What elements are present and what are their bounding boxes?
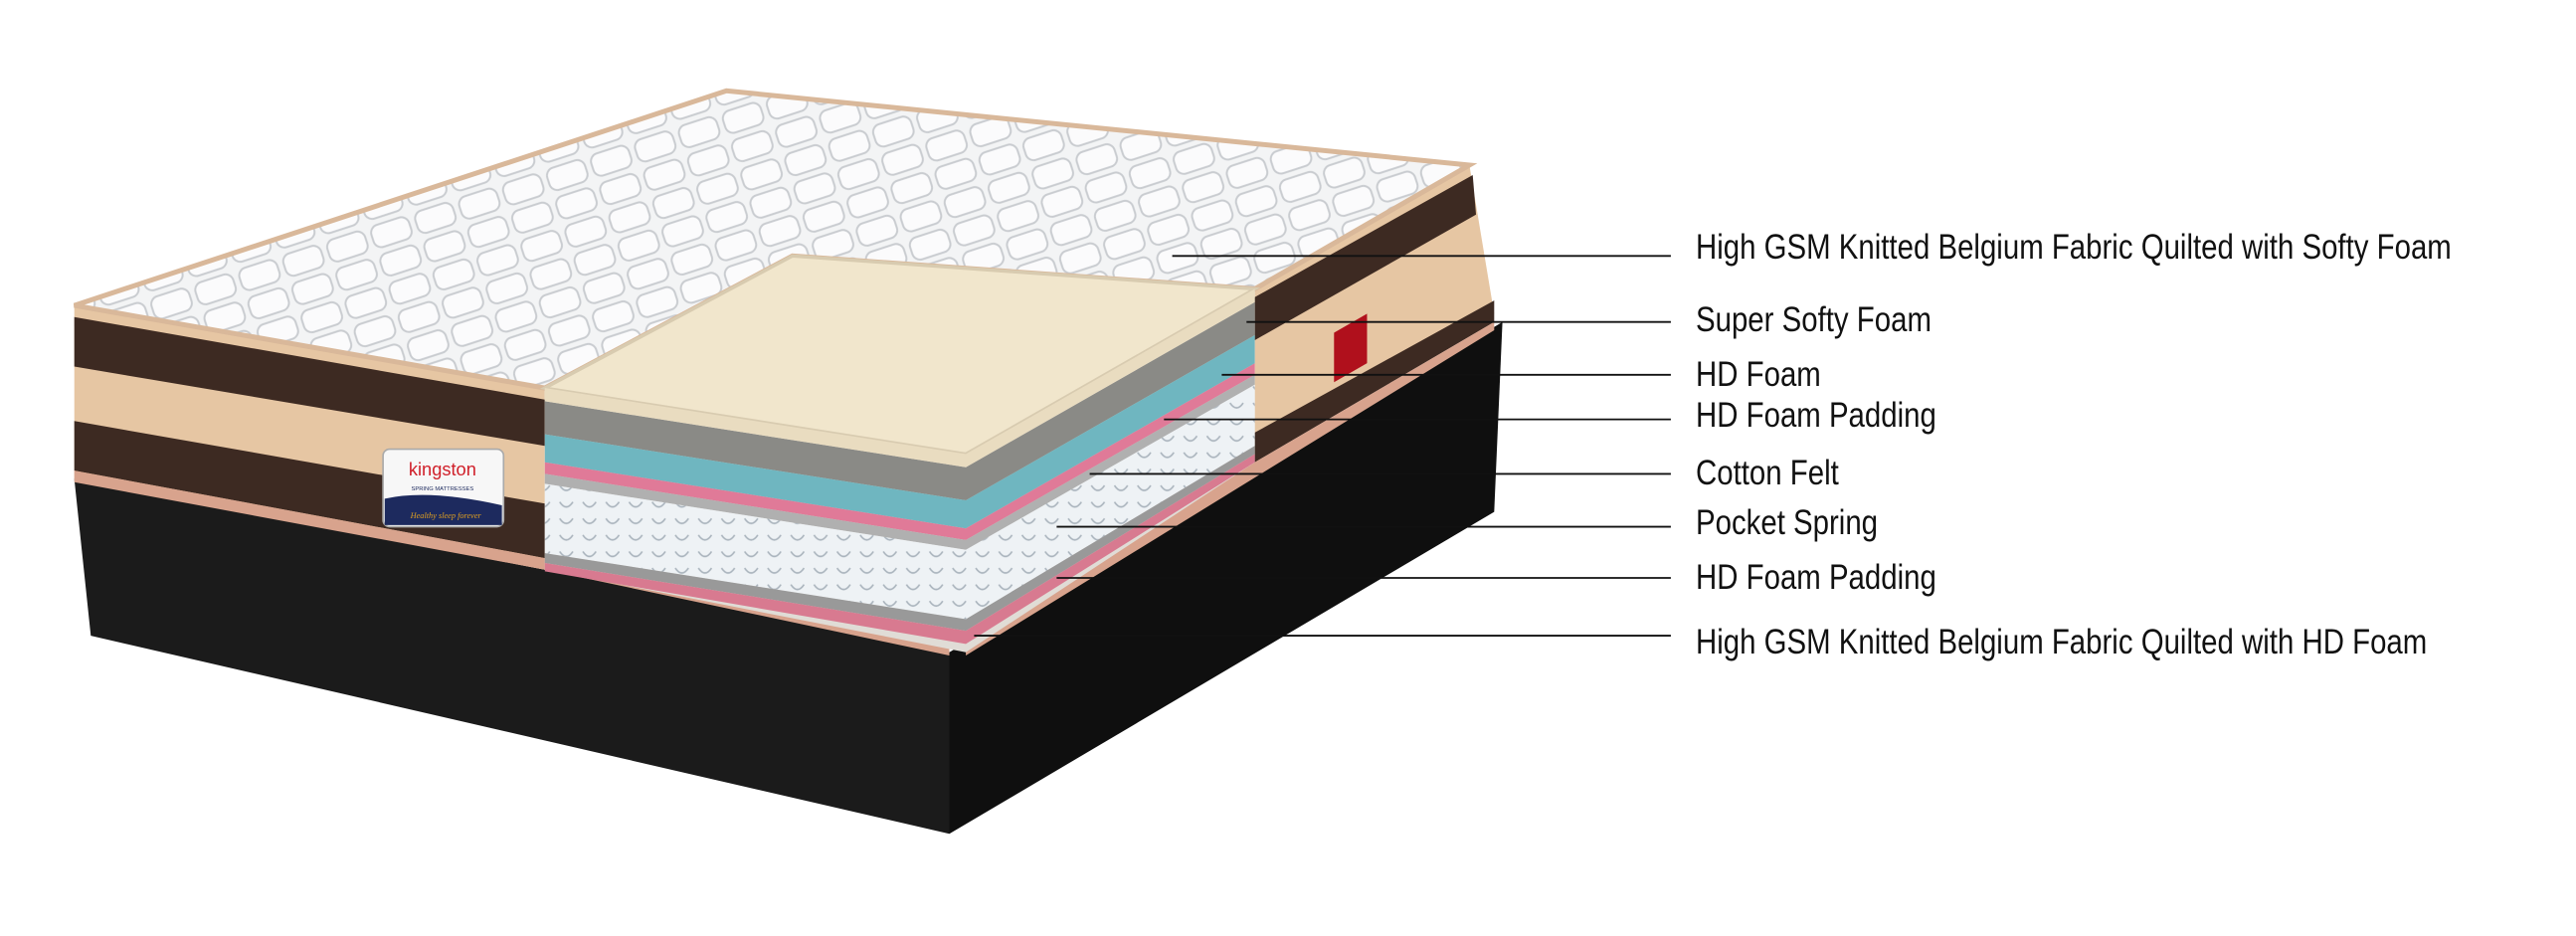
layer-label-top-fabric: High GSM Knitted Belgium Fabric Quilted … (1696, 228, 2452, 267)
layer-label-cotton-felt: Cotton Felt (1696, 454, 1839, 492)
layer-label-hd-foam-padding-bottom: HD Foam Padding (1696, 558, 1936, 597)
layer-label-super-softy-foam: Super Softy Foam (1696, 300, 1932, 339)
layer-label-bottom-fabric: High GSM Knitted Belgium Fabric Quilted … (1696, 623, 2428, 661)
leader-lines (974, 255, 1671, 638)
layer-label-pocket-spring: Pocket Spring (1696, 503, 1879, 542)
kingston-logo-badge: kingston SPRING MATTRESSES Healthy sleep… (382, 448, 505, 528)
cutout-layers (544, 288, 1255, 653)
layer-label-hd-foam-padding-top: HD Foam Padding (1696, 396, 1936, 435)
base-left-face (74, 478, 950, 835)
svg-text:Healthy sleep forever: Healthy sleep forever (410, 511, 482, 520)
svg-text:kingston: kingston (409, 459, 476, 479)
red-side-tag (1334, 313, 1368, 383)
layer-label-hd-foam: HD Foam (1696, 355, 1821, 394)
svg-text:SPRING MATTRESSES: SPRING MATTRESSES (412, 486, 474, 492)
super-softy-foam-top (539, 254, 1261, 457)
